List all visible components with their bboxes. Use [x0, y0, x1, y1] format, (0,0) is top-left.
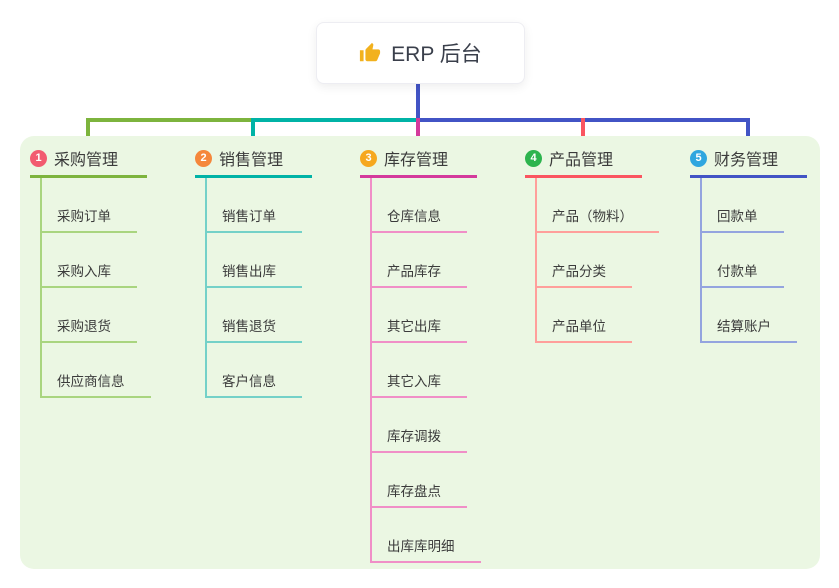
thumbs-up-icon — [359, 42, 381, 64]
child-node[interactable]: 供应商信息 — [40, 370, 151, 398]
child-node[interactable]: 采购订单 — [40, 205, 137, 233]
branch-column: 4 产品管理产品（物料） 产品分类产品单位 — [525, 146, 685, 343]
child-node[interactable]: 产品（物料） — [535, 205, 659, 233]
branch-number-badge: 1 — [30, 149, 47, 167]
child-row: 产品（物料） — [535, 178, 685, 233]
child-node[interactable]: 出库库明细 — [370, 535, 481, 563]
child-node[interactable]: 销售出库 — [205, 260, 302, 288]
child-node[interactable]: 其它出库 — [370, 315, 467, 343]
branches-panel — [20, 136, 820, 569]
child-node[interactable]: 库存调拨 — [370, 425, 467, 453]
branch-node[interactable]: 5 财务管理 — [690, 146, 807, 178]
branch-children: 采购订单采购入库采购退货供应商信息 — [40, 178, 190, 398]
root-node[interactable]: ERP 后台 — [316, 22, 525, 84]
child-node[interactable]: 采购退货 — [40, 315, 137, 343]
child-row: 付款单 — [700, 233, 839, 288]
branch-children: 产品（物料） 产品分类产品单位 — [535, 178, 685, 343]
child-node[interactable]: 结算账户 — [700, 315, 797, 343]
child-node[interactable]: 其它入库 — [370, 370, 467, 398]
branch-node[interactable]: 1 采购管理 — [30, 146, 147, 178]
child-row: 产品分类 — [535, 233, 685, 288]
child-row: 销售订单 — [205, 178, 355, 233]
child-row: 销售退货 — [205, 288, 355, 343]
branch-label: 销售管理 — [219, 152, 284, 169]
branch-node[interactable]: 4 产品管理 — [525, 146, 642, 178]
branch-label: 产品管理 — [549, 152, 614, 169]
child-row: 结算账户 — [700, 288, 839, 343]
branch-number-badge: 2 — [195, 149, 212, 167]
child-row: 其它入库 — [370, 343, 520, 398]
child-row: 采购入库 — [40, 233, 190, 288]
branch-children: 回款单付款单结算账户 — [700, 178, 839, 343]
child-node[interactable]: 采购入库 — [40, 260, 137, 288]
branch-column: 5 财务管理回款单付款单结算账户 — [690, 146, 839, 343]
child-row: 库存盘点 — [370, 453, 520, 508]
child-node[interactable]: 销售退货 — [205, 315, 302, 343]
child-node[interactable]: 产品分类 — [535, 260, 632, 288]
branch-node[interactable]: 3 库存管理 — [360, 146, 477, 178]
child-row: 供应商信息 — [40, 343, 190, 398]
child-row: 仓库信息 — [370, 178, 520, 233]
branch-column: 2 销售管理销售订单销售出库销售退货客户信息 — [195, 146, 355, 398]
branch-column: 3 库存管理仓库信息产品库存其它出库其它入库库存调拨库存盘点出库库明细 — [360, 146, 520, 563]
child-row: 库存调拨 — [370, 398, 520, 453]
child-node[interactable]: 产品单位 — [535, 315, 632, 343]
child-row: 销售出库 — [205, 233, 355, 288]
child-node[interactable]: 产品库存 — [370, 260, 467, 288]
child-node[interactable]: 销售订单 — [205, 205, 302, 233]
child-node[interactable]: 客户信息 — [205, 370, 302, 398]
child-row: 回款单 — [700, 178, 839, 233]
child-row: 采购订单 — [40, 178, 190, 233]
branch-node[interactable]: 2 销售管理 — [195, 146, 312, 178]
branch-column: 1 采购管理采购订单采购入库采购退货供应商信息 — [30, 146, 190, 398]
child-row: 产品库存 — [370, 233, 520, 288]
child-row: 采购退货 — [40, 288, 190, 343]
branch-label: 采购管理 — [54, 152, 119, 169]
branch-label: 库存管理 — [384, 152, 449, 169]
branch-number-badge: 4 — [525, 149, 542, 167]
child-row: 客户信息 — [205, 343, 355, 398]
root-node-label: ERP 后台 — [391, 43, 482, 66]
child-node[interactable]: 仓库信息 — [370, 205, 467, 233]
child-row: 其它出库 — [370, 288, 520, 343]
branch-children: 销售订单销售出库销售退货客户信息 — [205, 178, 355, 398]
branch-label: 财务管理 — [714, 152, 779, 169]
child-node[interactable]: 付款单 — [700, 260, 784, 288]
child-node[interactable]: 库存盘点 — [370, 480, 467, 508]
branch-number-badge: 3 — [360, 149, 377, 167]
child-node[interactable]: 回款单 — [700, 205, 784, 233]
branch-children: 仓库信息产品库存其它出库其它入库库存调拨库存盘点出库库明细 — [370, 178, 520, 563]
child-row: 出库库明细 — [370, 508, 520, 563]
child-row: 产品单位 — [535, 288, 685, 343]
branch-number-badge: 5 — [690, 149, 707, 167]
